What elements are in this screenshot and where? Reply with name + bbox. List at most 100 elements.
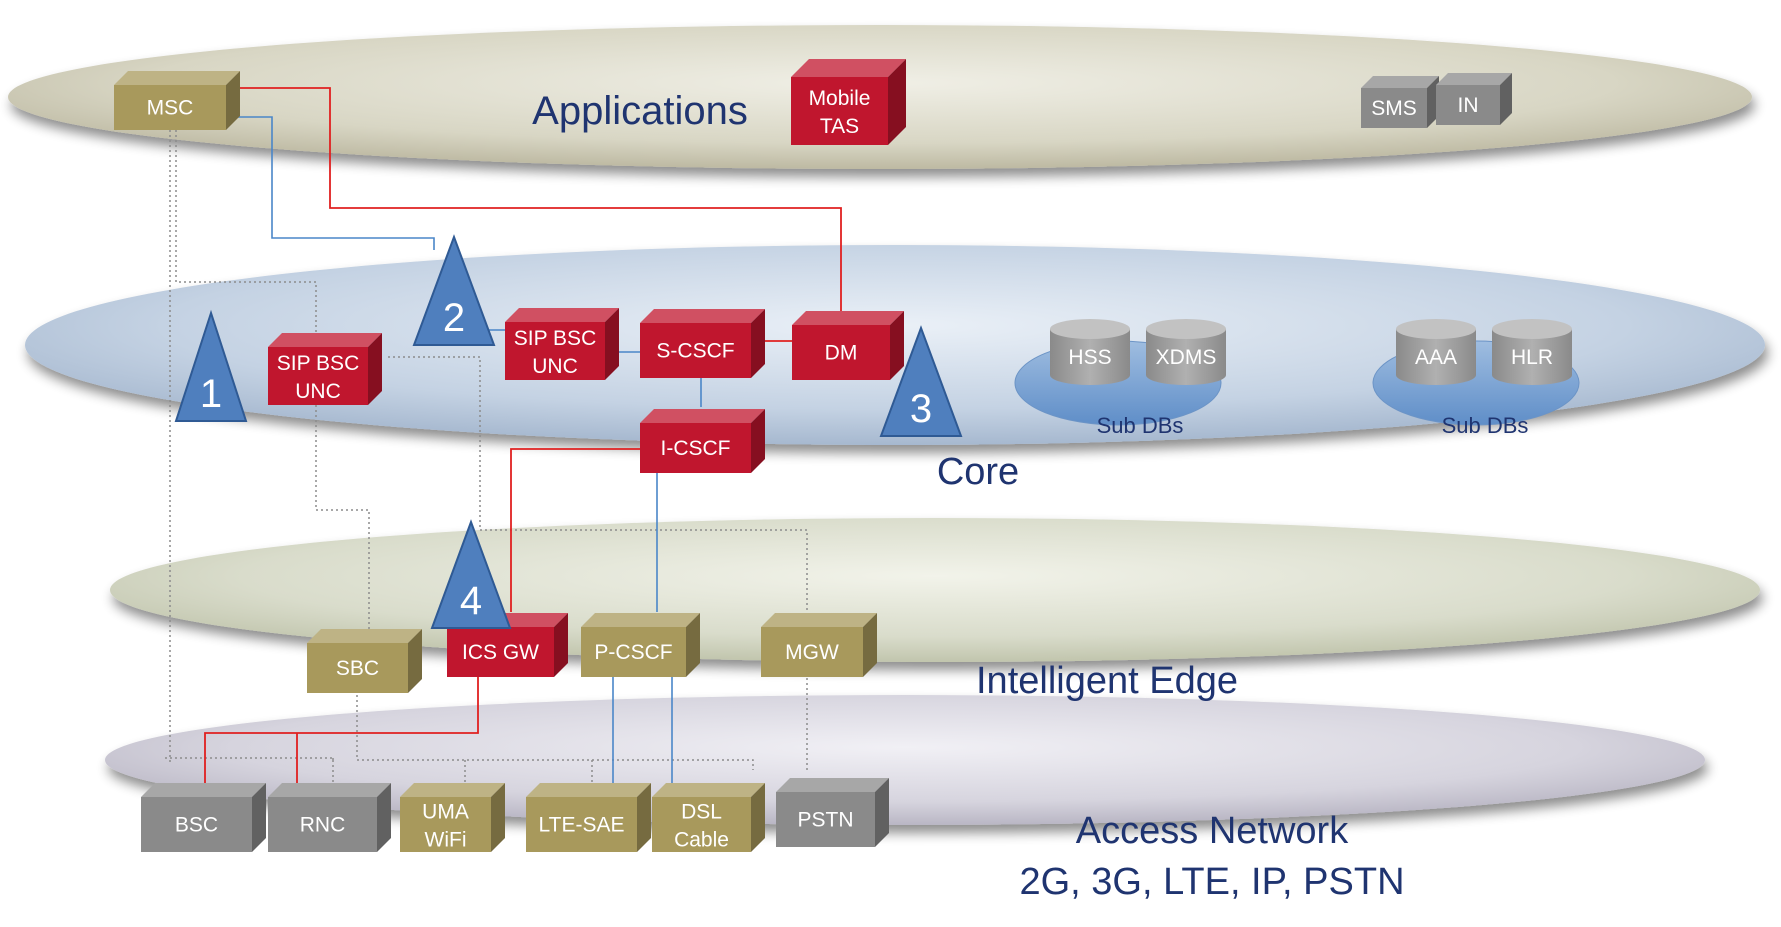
p-cscf-box-front: [581, 627, 686, 677]
i-cscf-box-label: I-CSCF: [661, 437, 731, 460]
sip-bsc-unc-box-2-label-line1: SIP BSC: [514, 327, 596, 350]
sbc-box-top: [307, 629, 422, 643]
p-cscf-box-side: [686, 613, 700, 677]
in-box-side: [1500, 73, 1512, 125]
pstn-box-front: [776, 792, 875, 847]
hlr-db-cylinder-top: [1492, 319, 1572, 339]
sip-bsc-unc-box-1-label-line1: SIP BSC: [277, 352, 359, 375]
core-title: Core: [937, 451, 1019, 493]
sub-dbs-label-1: Sub DBs: [1097, 413, 1184, 438]
numbered-markers: 1 2 3 4: [174, 234, 963, 629]
in-box-front: [1436, 85, 1500, 125]
marker-1: 1: [174, 309, 248, 422]
rnc-box-label: RNC: [300, 814, 346, 837]
in-box: IN: [1436, 73, 1512, 125]
mgw-box-front: [761, 627, 863, 677]
applications-title: Applications: [532, 89, 748, 133]
mgw-box-label: MGW: [785, 641, 839, 664]
lte-sae-box: LTE-SAE: [526, 783, 651, 852]
bsc-box-side: [252, 783, 266, 852]
in-box-top: [1436, 73, 1512, 85]
marker-4: 4: [430, 519, 512, 629]
mobile-tas-box-front: [791, 77, 888, 145]
hss-db-cylinder-label: HSS: [1068, 346, 1111, 369]
sms-box-front: [1361, 88, 1427, 128]
marker-number-2: 2: [443, 296, 465, 340]
dsl-cable-box-label-line1: DSL: [681, 801, 722, 824]
aaa-db-cylinder: AAA: [1396, 319, 1476, 385]
s-cscf-box-label: S-CSCF: [656, 340, 734, 363]
sbc-box-side: [408, 629, 422, 693]
sip-bsc-unc-box-2-label-line2: UNC: [532, 355, 578, 378]
xdms-db-cylinder-label: XDMS: [1156, 346, 1217, 369]
sub-dbs-label-2: Sub DBs: [1442, 413, 1529, 438]
lte-sae-box-side: [637, 783, 651, 852]
ics-gw-box-side: [554, 613, 568, 677]
in-box-label: IN: [1458, 94, 1479, 117]
hss-db-cylinder-top: [1050, 319, 1130, 339]
marker-2: 2: [412, 234, 496, 346]
p-cscf-box-top: [581, 613, 700, 627]
access-network-subtitle: 2G, 3G, LTE, IP, PSTN: [1019, 861, 1404, 903]
aaa-db-cylinder-top: [1396, 319, 1476, 339]
sbc-box-front: [307, 643, 408, 693]
access-network-title: Access Network: [1076, 810, 1349, 852]
p-cscf-box-label: P-CSCF: [594, 641, 672, 664]
s-cscf-box-front: [640, 323, 751, 378]
marker-triangle-1: [174, 309, 248, 422]
sbc-box-label: SBC: [336, 657, 379, 680]
sip-bsc-unc-box-2-top: [505, 308, 619, 322]
hlr-db-cylinder-label: HLR: [1511, 346, 1553, 369]
i-cscf-box-top: [640, 409, 765, 423]
xdms-db-cylinder: XDMS: [1146, 319, 1226, 385]
pstn-box: PSTN: [776, 778, 889, 847]
mgw-box-side: [863, 613, 877, 677]
bsc-box-label: BSC: [175, 814, 218, 837]
sms-box-top: [1361, 76, 1439, 88]
uma-wifi-box-label-line1: UMA: [422, 801, 469, 824]
dm-box-front: [792, 325, 890, 380]
marker-number-4: 4: [460, 579, 482, 623]
sip-bsc-unc-box-2-front: [505, 322, 605, 380]
bsc-box-top: [141, 783, 266, 797]
mobile-tas-box-top: [791, 59, 906, 77]
s-cscf-box: S-CSCF: [640, 309, 765, 378]
mobile-tas-box-label-line1: Mobile: [809, 87, 871, 110]
uma-wifi-box-label-line2: WiFi: [425, 829, 467, 852]
sip-bsc-unc-box-2-side: [605, 308, 619, 380]
mgw-box-top: [761, 613, 877, 627]
ics-gw-box-label: ICS GW: [462, 641, 539, 664]
sip-bsc-unc-box-1-label-line2: UNC: [295, 380, 341, 403]
dm-box: DM: [792, 311, 904, 380]
rnc-box: RNC: [268, 783, 391, 852]
marker-number-3: 3: [910, 387, 932, 431]
lte-sae-box-top: [526, 783, 651, 797]
mobile-tas-box-side: [888, 59, 906, 145]
msc-box-label: MSC: [147, 97, 194, 120]
hlr-db-cylinder: HLR: [1492, 319, 1572, 385]
msc-box-top: [114, 71, 240, 85]
sms-box-label: SMS: [1371, 97, 1417, 120]
i-cscf-box-side: [751, 409, 765, 473]
intelligent-edge-title: Intelligent Edge: [976, 660, 1238, 702]
marker-triangle-3: [879, 325, 963, 437]
dm-box-label: DM: [825, 342, 858, 365]
mobile-tas-box-label-line2: TAS: [820, 115, 859, 138]
ics-gw-box-front: [447, 627, 554, 677]
uma-wifi-box-top: [400, 783, 505, 797]
i-cscf-box: I-CSCF: [640, 409, 765, 473]
hss-db-cylinder-body: [1050, 329, 1130, 385]
sip-bsc-unc-box-1-side: [368, 333, 382, 405]
rnc-box-side: [377, 783, 391, 852]
dsl-cable-box-label-line2: Cable: [674, 829, 729, 852]
hlr-db-cylinder-body: [1492, 329, 1572, 385]
red-links: [204, 87, 842, 784]
marker-number-1: 1: [200, 372, 222, 416]
xdms-db-cylinder-top: [1146, 319, 1226, 339]
hss-db-cylinder: HSS: [1050, 319, 1130, 385]
aaa-db-cylinder-label: AAA: [1415, 346, 1457, 369]
pstn-box-label: PSTN: [797, 809, 853, 832]
aaa-db-cylinder-body: [1396, 329, 1476, 385]
